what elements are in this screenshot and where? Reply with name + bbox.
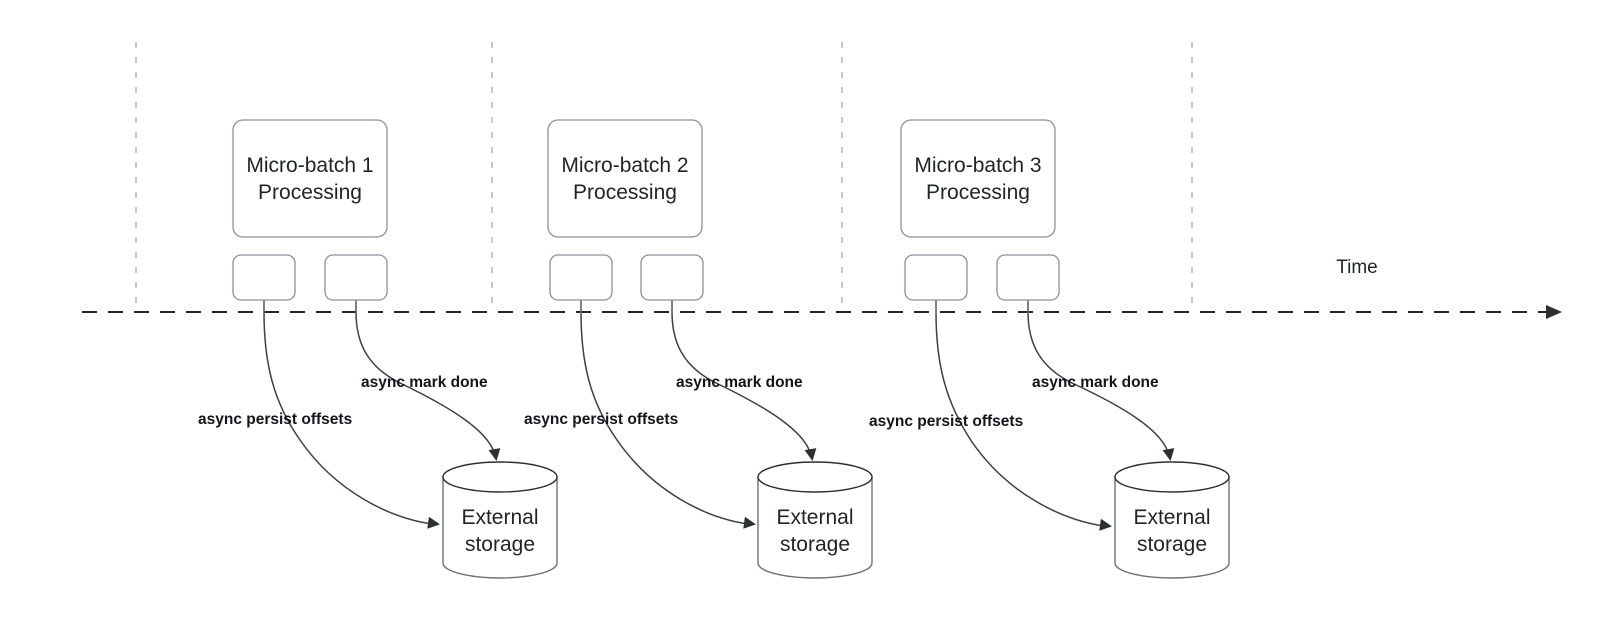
group-3: async persist offsets async mark done Micr… bbox=[869, 119, 1230, 579]
external-storage-cylinder-top bbox=[442, 461, 558, 493]
offset-marker-left[interactable] bbox=[232, 254, 296, 301]
offset-marker-right[interactable] bbox=[640, 254, 704, 301]
edge-label-async-persist-offsets: async persist offsets bbox=[524, 411, 678, 428]
external-storage-cylinder-body[interactable] bbox=[757, 476, 873, 579]
edge-async-mark-done bbox=[671, 300, 811, 453]
micro-batch-process-box[interactable] bbox=[547, 119, 703, 238]
external-storage-label-line2: storage bbox=[1137, 533, 1207, 556]
timeline-axis bbox=[82, 305, 1562, 319]
edge-async-persist-offsets bbox=[580, 300, 749, 525]
group-1: async persist offsets async mark done Micr… bbox=[198, 119, 558, 579]
offset-marker-right[interactable] bbox=[324, 254, 388, 301]
offset-marker-right[interactable] bbox=[996, 254, 1060, 301]
edge-async-mark-done bbox=[355, 300, 495, 453]
edge-label-async-persist-offsets: async persist offsets bbox=[198, 411, 352, 428]
edge-arrowhead-icon bbox=[427, 516, 440, 529]
edge-label-async-persist-offsets: async persist offsets bbox=[869, 413, 1023, 430]
micro-batch-subtitle: Processing bbox=[258, 181, 362, 204]
edge-arrowhead-icon bbox=[1099, 518, 1112, 531]
offset-marker-left[interactable] bbox=[904, 254, 968, 301]
edge-async-persist-offsets bbox=[935, 300, 1105, 527]
edge-label-async-mark-done: async mark done bbox=[361, 374, 488, 391]
micro-batch-subtitle: Processing bbox=[926, 181, 1030, 204]
offset-marker-left[interactable] bbox=[549, 254, 613, 301]
external-storage-label-line2: storage bbox=[780, 533, 850, 556]
micro-batch-title: Micro-batch 1 bbox=[246, 154, 373, 177]
micro-batch-subtitle: Processing bbox=[573, 181, 677, 204]
external-storage-label-line1: External bbox=[461, 506, 538, 529]
time-axis-label: Time bbox=[1336, 257, 1378, 278]
group-2: async persist offsets async mark done Micr… bbox=[524, 119, 873, 579]
timeline-dividers bbox=[135, 42, 1193, 312]
edge-async-persist-offsets bbox=[263, 300, 433, 525]
edge-arrowhead-icon bbox=[743, 516, 756, 529]
edge-arrowhead-icon bbox=[488, 448, 501, 461]
micro-batch-title: Micro-batch 2 bbox=[561, 154, 688, 177]
edge-label-async-mark-done: async mark done bbox=[1032, 374, 1159, 391]
micro-batch-groups: async persist offsets async mark done Micr… bbox=[198, 119, 1230, 579]
external-storage-label-line1: External bbox=[776, 506, 853, 529]
external-storage-cylinder-top bbox=[1114, 461, 1230, 493]
external-storage-label-line1: External bbox=[1133, 506, 1210, 529]
micro-batch-process-box[interactable] bbox=[900, 119, 1056, 238]
edge-label-async-mark-done: async mark done bbox=[676, 374, 803, 391]
edge-async-mark-done bbox=[1027, 300, 1169, 453]
timeline-arrowhead-icon bbox=[1546, 305, 1562, 319]
micro-batch-title: Micro-batch 3 bbox=[914, 154, 1041, 177]
edge-arrowhead-icon bbox=[804, 448, 817, 461]
external-storage-cylinder-top bbox=[757, 461, 873, 493]
edge-arrowhead-icon bbox=[1162, 448, 1175, 461]
external-storage-cylinder-body[interactable] bbox=[442, 476, 558, 579]
micro-batch-process-box[interactable] bbox=[232, 119, 388, 238]
external-storage-cylinder-body[interactable] bbox=[1114, 476, 1230, 579]
external-storage-label-line2: storage bbox=[465, 533, 535, 556]
